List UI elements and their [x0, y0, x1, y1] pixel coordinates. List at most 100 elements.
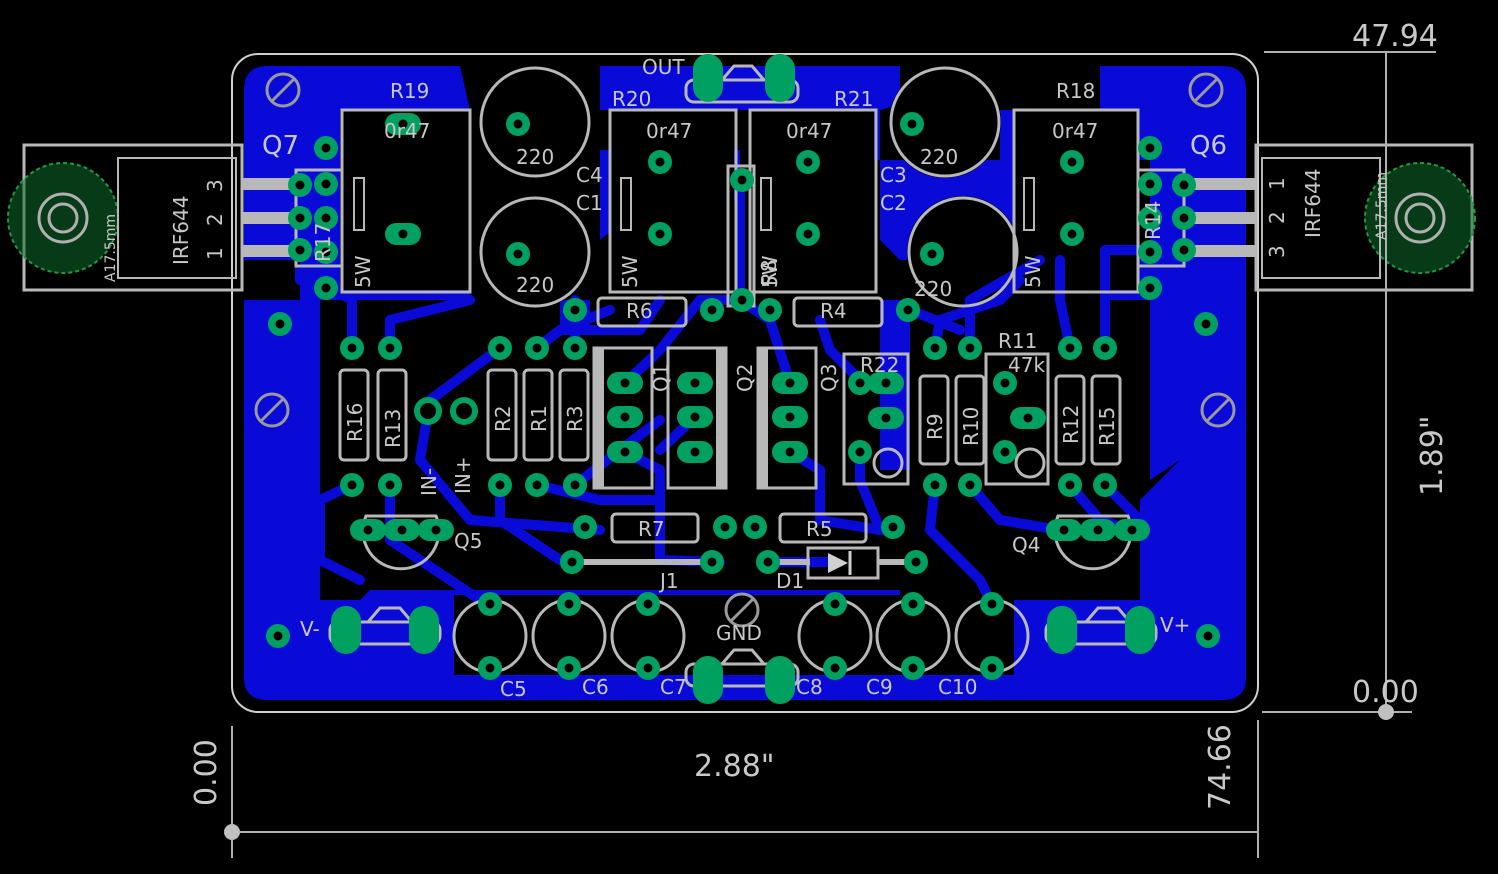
r3-ref: R3 [563, 405, 587, 432]
c2-value: 220 [914, 277, 952, 301]
pad-hole [1065, 480, 1075, 490]
pad-hole [1201, 319, 1211, 329]
pad-hole [1179, 245, 1189, 255]
q7-heatsink: A17.5mm [103, 214, 119, 282]
pad-hole [485, 599, 495, 609]
pad-hole [785, 378, 795, 388]
pad-hole [930, 480, 940, 490]
pad-hole [881, 413, 891, 423]
pad-hole [580, 522, 590, 532]
pad-hole [431, 525, 441, 535]
silk-diode-jumper [572, 546, 918, 580]
pad-hole [347, 343, 357, 353]
pad-hole [1023, 413, 1033, 423]
pad-hole [1179, 213, 1189, 223]
pad-hole [347, 480, 357, 490]
pad-hole [911, 557, 921, 567]
pad-terminal [765, 656, 795, 704]
pad-hole [1100, 480, 1110, 490]
pad-hole [321, 247, 331, 257]
copper-traces [295, 175, 1165, 605]
board-outline [231, 53, 1259, 713]
mount-holes [254, 72, 1236, 628]
c2-ref: C2 [880, 191, 907, 215]
pad-hole [830, 663, 840, 673]
q6-pin2: 2 [1265, 211, 1289, 224]
c4-value: 220 [516, 145, 554, 169]
q7-pin1: 1 [203, 247, 227, 260]
pad-hole [907, 119, 917, 129]
r1-ref: R1 [527, 405, 551, 432]
vminus-label: V- [300, 617, 320, 641]
pad-hole [398, 119, 408, 129]
q6-pin1: 1 [1265, 177, 1289, 190]
pad-hole [1065, 343, 1075, 353]
pad-hole [1067, 229, 1077, 239]
pad-hole [620, 378, 630, 388]
r21-ref: R21 [834, 87, 873, 111]
pad-hole [881, 378, 891, 388]
pad-hole [295, 213, 305, 223]
pad-hole [398, 229, 408, 239]
q7-pin3: 3 [203, 179, 227, 192]
pad-terminal [409, 606, 439, 654]
pad-hole [655, 229, 665, 239]
c3-value: 220 [920, 145, 958, 169]
pad-hole [564, 663, 574, 673]
r20-watt: 5W [618, 255, 642, 288]
pad-hole [495, 480, 505, 490]
pad-hole [690, 412, 700, 422]
pad-hole [513, 119, 523, 129]
pad-hole [855, 378, 865, 388]
pad-hole [643, 663, 653, 673]
pad-hole [908, 599, 918, 609]
silk-small-transistors [361, 346, 1133, 571]
c10-ref: C10 [938, 675, 977, 699]
q6-leads [1190, 178, 1256, 257]
r8-ref: R8 [757, 259, 781, 286]
pad-hole [855, 447, 865, 457]
pad-hole [908, 663, 918, 673]
pad-hole [785, 412, 795, 422]
q2-ref: Q2 [733, 364, 757, 392]
r17-ref: R17 [311, 223, 335, 262]
pad-hole [720, 522, 730, 532]
pad-hole [385, 343, 395, 353]
heatsink-left [7, 143, 244, 292]
c1-value: 220 [516, 273, 554, 297]
pad-hole [1145, 179, 1155, 189]
q6-part: IRF644 [1301, 169, 1325, 238]
pad-terminal [1125, 606, 1155, 654]
q1-ref: Q1 [649, 364, 673, 392]
pad-hole [420, 403, 436, 419]
r9-ref: R9 [923, 413, 947, 440]
r18-value: 0r47 [1052, 119, 1098, 143]
r12-ref: R12 [1059, 405, 1083, 444]
r5-ref: R5 [806, 517, 833, 541]
q4-ref: Q4 [1012, 533, 1040, 557]
pad-hole [1093, 525, 1103, 535]
pad-hole [1179, 180, 1189, 190]
pad-terminal [693, 656, 723, 704]
pad-hole [275, 319, 285, 329]
pad-hole [456, 403, 472, 419]
c7-ref: C7 [660, 675, 687, 699]
pad-hole [707, 557, 717, 567]
q7-leads [242, 178, 302, 257]
r6-ref: R6 [626, 299, 653, 323]
c4-ref: C4 [576, 163, 603, 187]
dimension-lines [224, 51, 1436, 858]
q5-ref: Q5 [454, 529, 482, 553]
pad-hole [532, 343, 542, 353]
in-minus-label: IN- [417, 468, 441, 496]
q6-pin3: 3 [1265, 245, 1289, 258]
r2-ref: R2 [491, 405, 515, 432]
dim-top-right: 47.94 [1352, 19, 1438, 54]
silk-power-resistors [294, 108, 1186, 294]
gnd-label: GND [716, 621, 762, 645]
pads [266, 54, 1220, 704]
pad-hole [803, 157, 813, 167]
pad-hole [888, 522, 898, 532]
c5-ref: C5 [500, 677, 527, 701]
